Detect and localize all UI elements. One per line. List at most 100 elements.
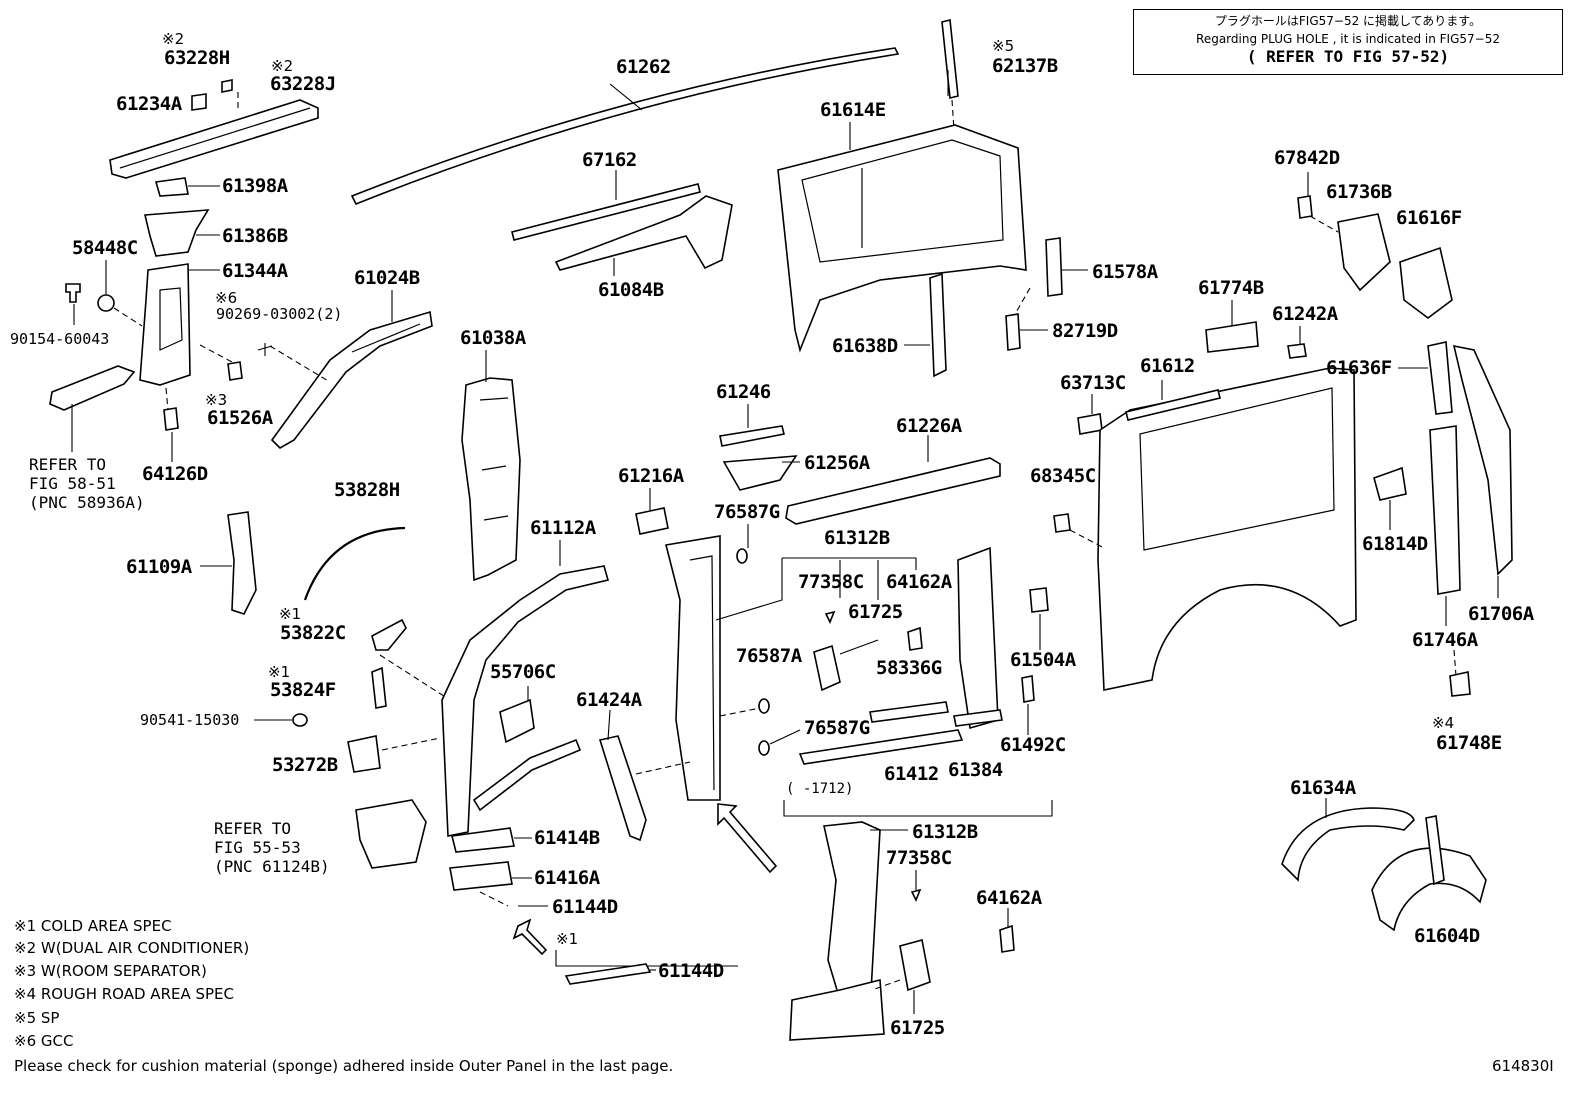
part-61246-shape — [719, 425, 785, 447]
part-61612-shape — [1097, 367, 1357, 691]
label-55706C: 55706C — [490, 661, 556, 683]
part-61416A-shape — [449, 861, 513, 891]
part-61398A-shape — [154, 177, 189, 197]
part-61814D-shape — [1373, 466, 1407, 501]
part-61242A-shape — [1287, 343, 1307, 359]
legend-item-2: ※2 W(DUAL AIR CONDITIONER) — [14, 939, 250, 957]
part-55706C-shape — [499, 698, 535, 744]
label-53828H: 53828H — [334, 479, 400, 501]
part-61216A-shape — [635, 507, 669, 535]
part-61746A-shape — [1429, 425, 1461, 595]
mark-53822C: ※1 — [279, 605, 302, 623]
part-61038A-shape — [461, 377, 521, 582]
part-61112A-shape — [441, 565, 609, 837]
label-61024B: 61024B — [354, 267, 420, 289]
part-58936A-shape — [49, 365, 136, 411]
part-90269-shape — [257, 343, 273, 356]
label-61234A: 61234A — [116, 93, 182, 115]
label-61312B-1: 61312B — [824, 527, 890, 549]
part-61226A-shape — [785, 457, 1001, 525]
label-53824F: 53824F — [270, 679, 336, 701]
part-63228J-shape — [221, 79, 233, 93]
part-61109A-shape — [227, 511, 257, 615]
part-63713C-shape — [1077, 413, 1103, 435]
label-61144D-2: 61144D — [658, 960, 724, 982]
label-58448C: 58448C — [72, 237, 138, 259]
label-61424A: 61424A — [576, 689, 642, 711]
label-90154: 90154-60043 — [10, 330, 110, 348]
part-61262-shape — [350, 47, 900, 206]
part-61344A-shape — [139, 263, 191, 386]
part-61748E-shape — [1449, 671, 1471, 697]
part-58336G-shape — [869, 701, 949, 723]
label-61344A: 61344A — [222, 260, 288, 282]
part-53272B-shape — [347, 735, 381, 773]
label-64162A-2: 64162A — [976, 887, 1042, 909]
arrow-1-shape — [512, 918, 548, 956]
label-61216A: 61216A — [618, 465, 684, 487]
part-61725-2-shape — [899, 939, 931, 992]
mark-62137B: ※5 — [992, 37, 1015, 55]
part-64162A-2-shape — [999, 924, 1015, 953]
label-61748E: 61748E — [1436, 732, 1502, 754]
label-61526A: 61526A — [207, 407, 273, 429]
part-61636F-shape — [1427, 341, 1453, 415]
label-58336G: 58336G — [876, 657, 942, 679]
part-64162A-1-shape — [907, 626, 923, 651]
label-61814D: 61814D — [1362, 533, 1428, 555]
label-61614E: 61614E — [820, 99, 886, 121]
label-61312B-2: 61312B — [912, 821, 978, 843]
part-64126D-shape — [163, 407, 179, 431]
label-61416A: 61416A — [534, 867, 600, 889]
legend-item-4: ※4 ROUGH ROAD AREA SPEC — [14, 985, 235, 1003]
part-61638D-shape — [929, 272, 947, 378]
label-61109A: 61109A — [126, 556, 192, 578]
refer1-line1: REFER TO — [29, 455, 107, 474]
part-61706A-shape — [1452, 344, 1513, 576]
part-53824F-shape — [371, 666, 387, 709]
label-53272B: 53272B — [272, 754, 338, 776]
label-76587A: 76587A — [736, 645, 802, 667]
part-90154-shape — [65, 283, 81, 303]
label-61386B: 61386B — [222, 225, 288, 247]
figure-id: 614830I — [1492, 1057, 1554, 1075]
part-61634A-shape — [1281, 807, 1415, 882]
legend-item-6: ※6 GCC — [14, 1032, 74, 1050]
label-63713C: 63713C — [1060, 372, 1126, 394]
part-68345C-shape — [1053, 513, 1071, 533]
part-61578A-shape — [1045, 237, 1063, 297]
label-63228H: 63228H — [164, 47, 230, 69]
arrow-2-shape — [717, 803, 778, 874]
label-61144D-1: 61144D — [552, 896, 618, 918]
mark-90269: ※6 — [215, 289, 238, 307]
plug-hole-notice: プラグホールはFIG57−52 に掲載してあります。 Regarding PLU… — [1133, 9, 1563, 75]
label-82719D: 82719D — [1052, 320, 1118, 342]
part-77358C-1-shape — [824, 610, 836, 624]
part-76587G-1-shape — [736, 548, 748, 564]
label-61578A: 61578A — [1092, 261, 1158, 283]
part-90541-shape — [292, 713, 308, 727]
part-67842D-shape — [1297, 195, 1313, 219]
label-90541: 90541-15030 — [140, 711, 240, 729]
part-62137B-shape — [941, 19, 959, 99]
label-61226A: 61226A — [896, 415, 962, 437]
part-53828H-shape — [303, 526, 406, 601]
label-61616F: 61616F — [1396, 207, 1462, 229]
part-center-pillar-shape — [665, 535, 721, 801]
label-63228J: 63228J — [270, 73, 336, 95]
notice-line-en: Regarding PLUG HOLE , it is indicated in… — [1196, 32, 1500, 46]
label-61634A: 61634A — [1290, 777, 1356, 799]
part-63228H-shape — [191, 93, 207, 111]
label-61706A: 61706A — [1468, 603, 1534, 625]
notice-line-jp: プラグホールはFIG57−52 に掲載してあります。 — [1214, 14, 1482, 28]
part-82719D-shape — [1005, 313, 1021, 351]
refer2-line1: REFER TO — [214, 819, 292, 838]
mark-63228J: ※2 — [271, 57, 294, 75]
part-61384-shape — [953, 546, 1003, 730]
label-68345C: 68345C — [1030, 465, 1096, 487]
label-62137B: 62137B — [992, 55, 1058, 77]
part-77358C-2-shape — [910, 888, 922, 902]
label-61492C: 61492C — [1000, 734, 1066, 756]
label-90269: 90269-03002(2) — [216, 305, 343, 323]
